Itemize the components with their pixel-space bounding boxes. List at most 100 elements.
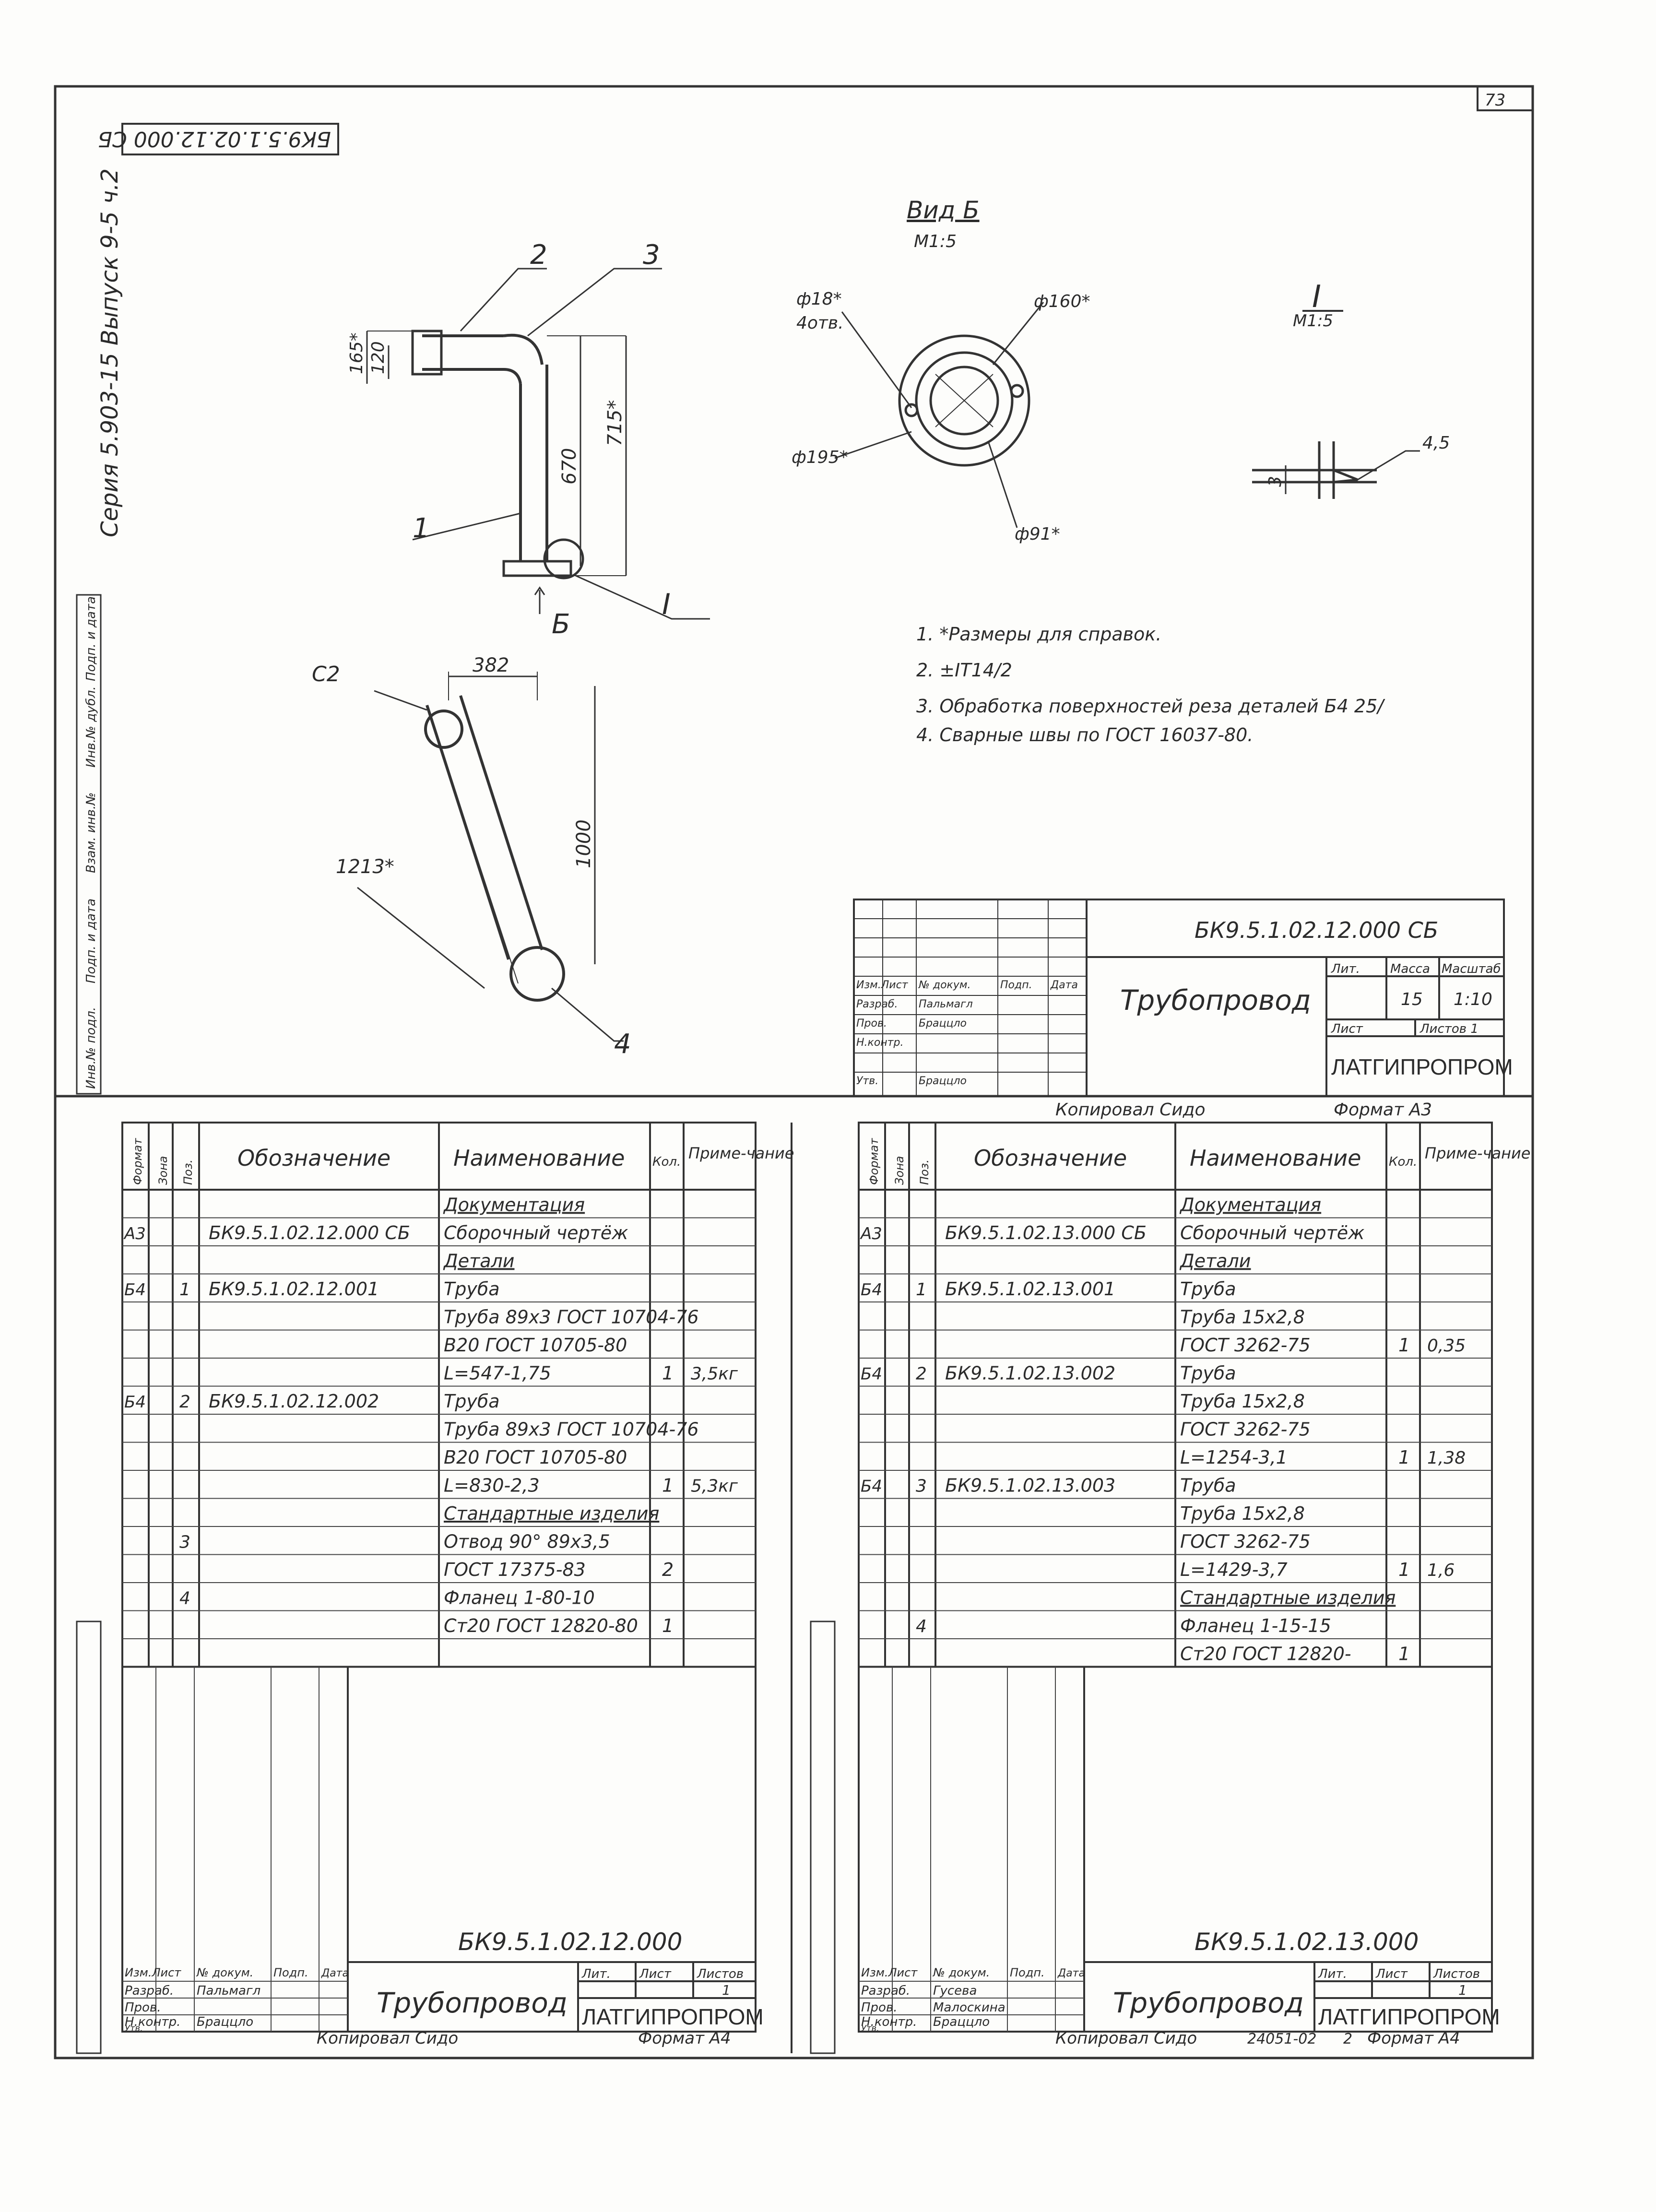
row-name: Труба <box>1180 1363 1236 1384</box>
left-tb-code: БК9.5.1.02.12.000 <box>458 1928 682 1956</box>
table-row: Труба 89х3 ГОСТ 10704-76 <box>444 1419 699 1440</box>
pos-4-label: 4 <box>614 1029 631 1060</box>
weld-45: 4,5 <box>1422 433 1450 453</box>
row-designation: БК9.5.1.02.13.001 <box>945 1278 1115 1300</box>
dim-715: 715* <box>604 400 626 446</box>
sheet-2: 2 <box>1343 2031 1352 2047</box>
row-quantity: 2 <box>662 1559 674 1580</box>
row-name: Труба 89х3 ГОСТ 10704-76 <box>444 1419 699 1440</box>
arrow-b-label: Б <box>552 609 570 640</box>
pos-1-label: 1 <box>413 513 430 544</box>
left-header-pos: Поз. <box>181 1159 195 1185</box>
row-section-heading: Стандартные изделия <box>444 1503 659 1524</box>
row-name: ГОСТ 3262-75 <box>1180 1335 1311 1356</box>
row-name: L=830-2,3 <box>444 1475 540 1496</box>
right-tb-r3: Пров. <box>861 2000 898 2015</box>
row-designation: БК9.5.1.02.13.002 <box>945 1363 1115 1384</box>
row-section-heading: Детали <box>1179 1251 1251 1272</box>
right-header-format: Формат <box>867 1138 881 1185</box>
dim-120: 120 <box>368 341 388 374</box>
row-note: 3,5кг <box>691 1364 738 1384</box>
right-tb-r1b: № докум. <box>932 1966 990 1979</box>
note-3: 3. Обработка поверхностей реза деталей Б… <box>916 696 1385 717</box>
left-tb-r5: Утв. <box>125 2023 143 2034</box>
left-header-format: Формат <box>131 1138 144 1185</box>
technical-notes: 1. *Размеры для справок. 2. ±IT14/2 3. О… <box>916 624 1385 745</box>
side-podp-data-2: Подп. и дата <box>84 596 98 681</box>
row-name: Труба 15х2,8 <box>1180 1503 1305 1524</box>
row-format: Б4 <box>124 1280 146 1300</box>
row-format: А3 <box>123 1224 146 1243</box>
sheet-frames <box>54 85 1534 2059</box>
left-header-qty: Кол. <box>652 1155 681 1169</box>
table-row: Документация <box>443 1195 585 1216</box>
left-tb-r2: Разраб. <box>125 1984 174 1998</box>
a3-org: ЛАТГИПРОПРОМ <box>1331 1054 1513 1079</box>
row-name: Труба <box>1180 1278 1236 1300</box>
row-quantity: 1 <box>662 1615 674 1636</box>
row-format: А3 <box>860 1224 882 1243</box>
row-section-heading: Документация <box>1179 1195 1321 1216</box>
left-tb-sheets-value: 1 <box>722 1982 731 1998</box>
view-i-title: I <box>1312 279 1321 315</box>
dim-382: 382 <box>473 654 509 676</box>
row-name: Фланец 1-15-15 <box>1180 1615 1331 1636</box>
row-position: 4 <box>179 1589 190 1609</box>
right-tb-r3b: Малоскина <box>933 2000 1005 2015</box>
a3-sheet-label: Лист <box>1331 1022 1363 1036</box>
table-row: ГОСТ 3262-75 <box>1180 1419 1311 1440</box>
order-no: 24051-02 <box>1247 2031 1316 2047</box>
right-tb-code: БК9.5.1.02.13.000 <box>1195 1928 1419 1956</box>
right-tb-sheets: Листов <box>1433 1967 1480 1981</box>
left-tb-r1b: № докум. <box>196 1966 253 1979</box>
right-header-qty: Кол. <box>1389 1155 1417 1169</box>
row-name: L=1254-3,1 <box>1180 1447 1288 1468</box>
a3-role-0-sign: Подп. <box>1000 979 1032 991</box>
row-designation: БК9.5.1.02.13.000 СБ <box>945 1222 1147 1243</box>
side-podp-data: Подп. и дата <box>84 899 98 983</box>
table-row: Ст20 ГОСТ 12820-80 1 <box>444 1615 674 1636</box>
inverted-code-box: БК9.5.1.02.12.000 СБ <box>98 123 339 155</box>
dim-165: 165* <box>347 332 367 374</box>
a3-lit-label: Лит. <box>1331 962 1360 976</box>
dim-1213: 1213* <box>336 856 394 878</box>
left-header-name: Наименование <box>453 1145 625 1171</box>
row-name: Отвод 90° 89х3,5 <box>444 1531 610 1552</box>
right-tb-r4: Н.контр. <box>861 2015 917 2029</box>
a3-code: БК9.5.1.02.12.000 СБ <box>1195 917 1438 943</box>
view-b-title: Вид Б <box>907 196 980 224</box>
a3-mass-label: Масса <box>1390 962 1430 976</box>
dim-670: 670 <box>558 448 580 485</box>
row-quantity: 1 <box>1398 1644 1410 1665</box>
copied-by-1: Копировал Сидо <box>1055 1100 1206 1120</box>
table-row: ГОСТ 3262-75 <box>1180 1531 1311 1552</box>
left-tb-org: ЛАТГИПРОПРОМ <box>582 2004 764 2029</box>
row-note: 0,35 <box>1427 1336 1466 1356</box>
right-header-name: Наименование <box>1190 1145 1361 1171</box>
row-format: Б4 <box>861 1280 882 1300</box>
a3-sheets-label: Листов 1 <box>1419 1022 1479 1036</box>
row-note: 1,6 <box>1427 1561 1455 1580</box>
side-inv-dubl: Инв.№ дубл. <box>84 686 98 768</box>
row-name: L=1429-3,7 <box>1180 1559 1288 1580</box>
format-a4-left: Формат А4 <box>638 2029 731 2048</box>
copied-by-2: Копировал Сидо <box>317 2029 458 2048</box>
row-format: Б4 <box>861 1477 882 1496</box>
pos-2-label: 2 <box>530 239 547 271</box>
a3-role-2-name: Браццло <box>919 1017 967 1029</box>
note-4: 4. Сварные швы по ГОСТ 16037-80. <box>916 724 1253 745</box>
row-name: Ст20 ГОСТ 12820-80 <box>444 1615 638 1636</box>
dim-d91: ф91* <box>1015 524 1060 544</box>
row-name: ГОСТ 17375-83 <box>444 1559 586 1580</box>
right-tb-r1c: Подп. <box>1010 1966 1045 1979</box>
